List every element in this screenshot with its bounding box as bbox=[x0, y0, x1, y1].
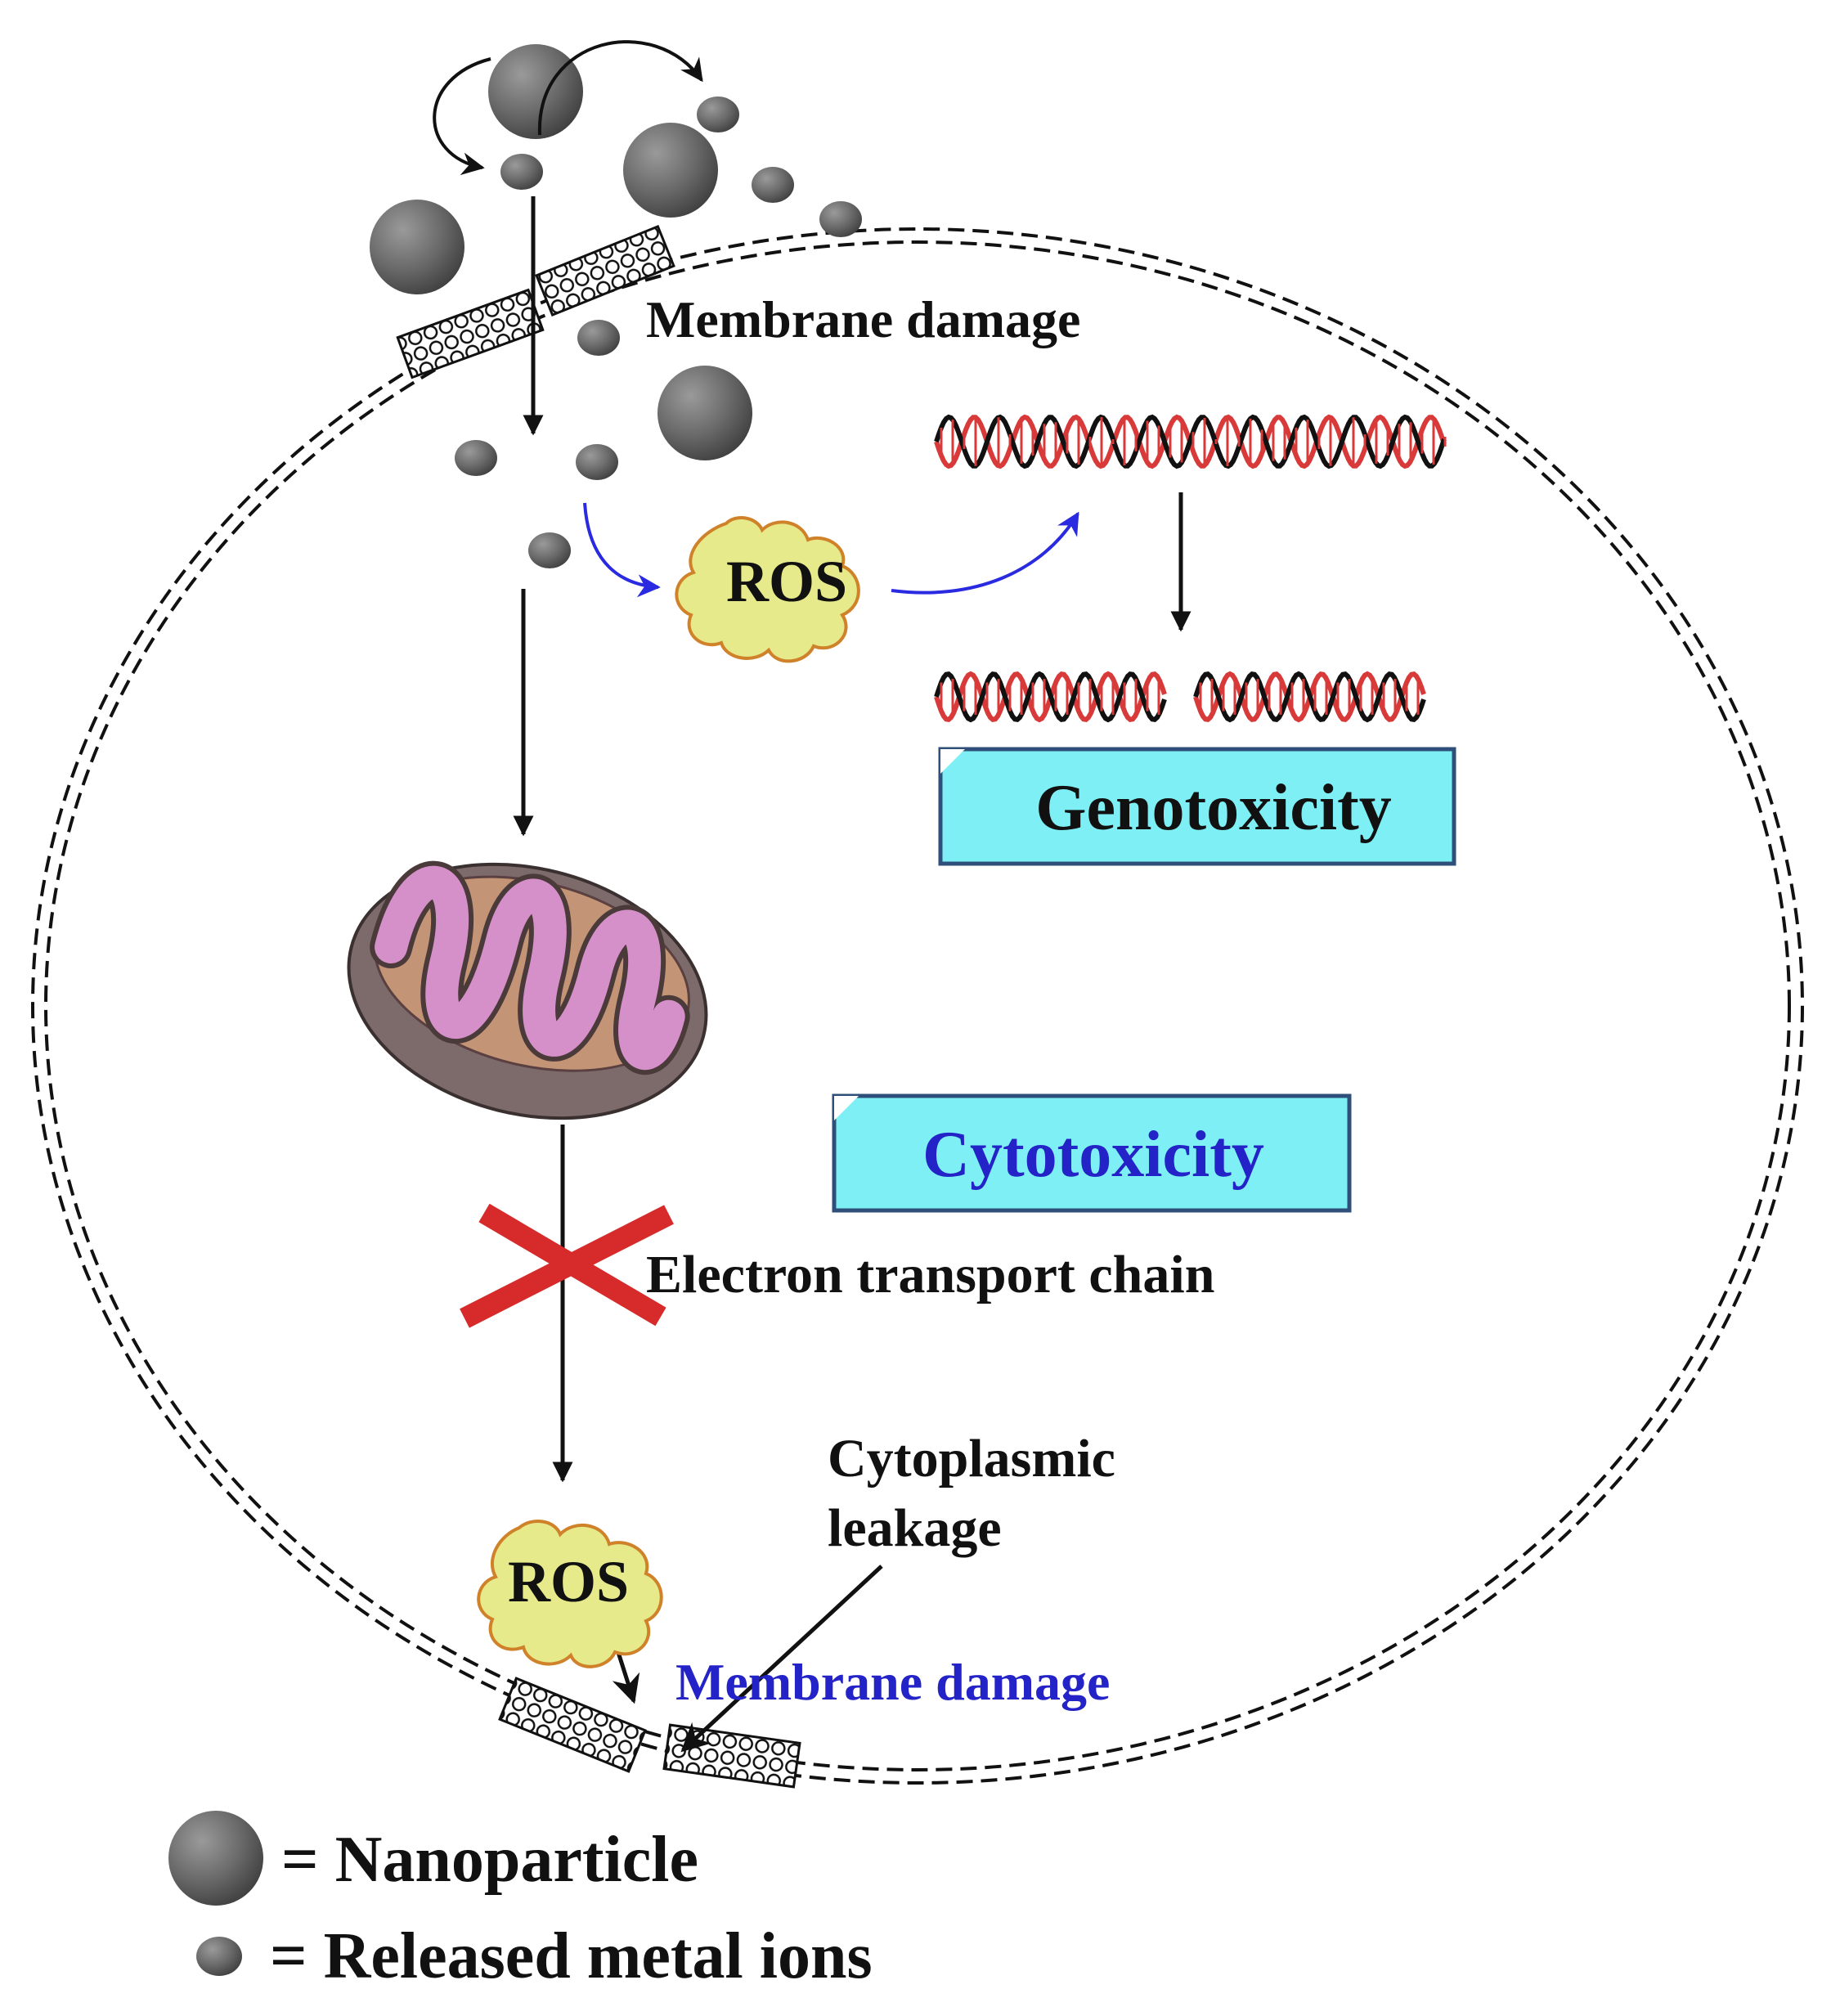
dna-intact bbox=[934, 414, 1447, 469]
metal-ion bbox=[500, 154, 543, 190]
nanoparticle bbox=[370, 200, 464, 294]
metal-ion bbox=[577, 320, 620, 356]
metal-ions bbox=[455, 97, 862, 568]
metal-ion bbox=[455, 440, 497, 476]
metal-ion bbox=[576, 444, 618, 480]
membrane-damage-top-label: Membrane damage bbox=[646, 290, 1080, 348]
nanoparticles bbox=[370, 44, 752, 460]
genotoxicity-label: Genotoxicity bbox=[1035, 772, 1391, 844]
membrane-patch-top bbox=[396, 224, 675, 379]
nanoparticle bbox=[488, 44, 583, 139]
legend-nanoparticle-swatch bbox=[168, 1811, 263, 1906]
cytotoxicity-box: Cytotoxicity bbox=[832, 1093, 1352, 1213]
genotoxicity-box: Genotoxicity bbox=[938, 747, 1456, 866]
cytotoxicity-label: Cytotoxicity bbox=[922, 1119, 1264, 1191]
ros-cloud-top bbox=[675, 516, 860, 663]
electron-transport-chain-label: Electron transport chain bbox=[646, 1245, 1214, 1304]
mitochondrion bbox=[347, 860, 708, 1120]
ros-arrows bbox=[583, 502, 1079, 598]
legend-metal-ions-label: = Released metal ions bbox=[270, 1920, 873, 1992]
cell-membrane bbox=[31, 227, 1804, 1785]
flow-arrows bbox=[513, 196, 1191, 1753]
nanoparticle bbox=[623, 123, 718, 218]
cytoplasmic-leakage-label-2: leakage bbox=[828, 1498, 1002, 1558]
ros-bottom-label: ROS bbox=[508, 1549, 629, 1614]
legend: = Nanoparticle = Released metal ions bbox=[168, 1811, 873, 1992]
ros-cloud-bottom bbox=[477, 1520, 663, 1668]
membrane-damage-bottom-label: Membrane damage bbox=[675, 1653, 1110, 1711]
metal-ion bbox=[819, 201, 862, 237]
metal-ion bbox=[697, 97, 739, 132]
ros-top-label: ROS bbox=[726, 549, 847, 614]
release-arrows bbox=[433, 40, 703, 176]
dna-fragment-right bbox=[1193, 671, 1426, 723]
dna-fragment-left bbox=[934, 671, 1167, 723]
nanoparticle bbox=[657, 366, 752, 460]
metal-ion bbox=[752, 167, 794, 203]
cytoplasmic-leakage-label-1: Cytoplasmic bbox=[828, 1429, 1115, 1488]
inhibition-cross bbox=[460, 1203, 674, 1328]
metal-ion bbox=[528, 532, 571, 568]
legend-metal-ion-swatch bbox=[196, 1937, 242, 1976]
legend-nanoparticle-label: = Nanoparticle bbox=[281, 1824, 698, 1896]
